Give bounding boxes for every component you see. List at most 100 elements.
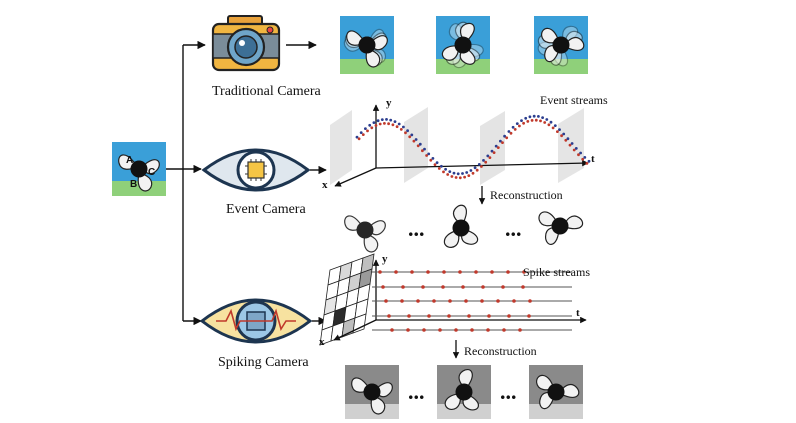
spike-dot	[381, 285, 385, 289]
event-dot	[522, 121, 525, 125]
event-plane-2	[404, 107, 428, 183]
event-dot	[560, 134, 563, 138]
event-axis-y: y	[386, 97, 392, 109]
spike-dot	[461, 285, 465, 289]
fan-letter-a: A	[126, 155, 133, 166]
event-dot	[558, 128, 561, 132]
event-dot	[532, 114, 536, 118]
spike-dot	[506, 270, 510, 274]
event-dot	[579, 151, 582, 155]
event-dot	[433, 163, 437, 167]
spike-dot	[448, 299, 452, 303]
spike-axis-x: x	[319, 336, 325, 348]
fan-letter-b: B	[130, 179, 137, 190]
event-dot	[467, 174, 471, 178]
event-dot	[359, 131, 363, 135]
event-dot	[385, 118, 388, 121]
event-dot	[393, 120, 397, 123]
branch-connectors	[166, 40, 206, 326]
event-dot	[570, 142, 574, 145]
spike-dot	[387, 314, 391, 318]
spike-dot	[502, 328, 506, 332]
spike-dot	[441, 285, 445, 289]
event-dot	[511, 125, 515, 129]
event-dot	[513, 127, 517, 131]
input-scene-image: A B C	[112, 142, 166, 196]
event-dot	[397, 122, 401, 126]
event-dot	[581, 157, 585, 161]
spike-dot	[422, 328, 426, 332]
event-dot	[503, 134, 506, 138]
event-dot	[524, 116, 528, 120]
event-dot	[587, 159, 591, 163]
event-dot	[461, 172, 464, 175]
spike-dot	[507, 314, 511, 318]
event-dot	[395, 125, 399, 129]
event-dot	[427, 152, 431, 156]
event-dot	[537, 115, 540, 118]
event-dot	[463, 175, 466, 179]
event-camera-label: Event Camera	[226, 202, 306, 217]
event-dot	[515, 122, 519, 125]
spike-dot	[458, 270, 462, 274]
spike-stream-plot	[319, 253, 587, 346]
event-dot	[440, 164, 443, 168]
event-reconstruction-1	[344, 215, 386, 253]
event-dot	[528, 115, 532, 119]
event-dot	[507, 130, 511, 133]
spike-dot	[464, 299, 468, 303]
event-x-axis	[334, 167, 377, 187]
spike-axis-y: y	[382, 253, 388, 265]
event-dot	[368, 123, 372, 127]
event-dot	[454, 176, 458, 179]
spike-dot	[421, 285, 425, 289]
spike-dot	[432, 299, 436, 303]
event-dot	[446, 173, 450, 176]
event-dot	[496, 146, 500, 150]
event-dot	[376, 119, 380, 123]
event-reconstruction-label: Reconstruction	[490, 188, 563, 202]
event-dot	[416, 144, 420, 148]
event-dot	[444, 167, 447, 171]
event-dot	[364, 127, 367, 130]
traditional-frame-1	[340, 16, 396, 75]
event-dot	[473, 166, 477, 170]
event-dot	[448, 170, 452, 174]
traditional-frame-3	[530, 15, 588, 74]
event-dot	[492, 151, 496, 155]
spike-dot	[426, 270, 430, 274]
event-ellipsis-1: ...	[408, 216, 425, 241]
spike-dot	[522, 270, 526, 274]
event-reconstruction-2	[431, 202, 484, 258]
traditional-frame-2	[433, 16, 490, 76]
event-plane-1	[330, 110, 352, 185]
spike-dot	[410, 270, 414, 274]
event-dot	[431, 157, 435, 160]
spike-dot	[390, 328, 394, 332]
event-dot	[450, 175, 454, 178]
spike-dot	[438, 328, 442, 332]
camera-icon	[211, 15, 281, 72]
event-dot	[562, 132, 566, 136]
event-dot	[475, 168, 479, 172]
spike-x-axis	[333, 319, 377, 341]
event-dot	[477, 163, 481, 166]
event-dot	[553, 124, 557, 127]
event-dot	[505, 136, 509, 140]
event-dot	[374, 124, 378, 127]
event-axis-x: x	[322, 179, 328, 191]
event-dot	[465, 171, 469, 174]
spike-streams-label: Spike streams	[523, 265, 590, 279]
event-dot	[406, 129, 409, 133]
spike-lines	[372, 270, 572, 332]
spike-dot	[501, 285, 505, 289]
spike-dot	[467, 314, 471, 318]
spike-dot	[447, 314, 451, 318]
event-dot	[551, 126, 555, 130]
event-dot	[566, 137, 570, 141]
event-dot	[545, 118, 549, 121]
event-dot	[452, 171, 456, 175]
spike-dot	[518, 328, 522, 332]
spike-dot	[406, 328, 410, 332]
spike-dot	[487, 314, 491, 318]
